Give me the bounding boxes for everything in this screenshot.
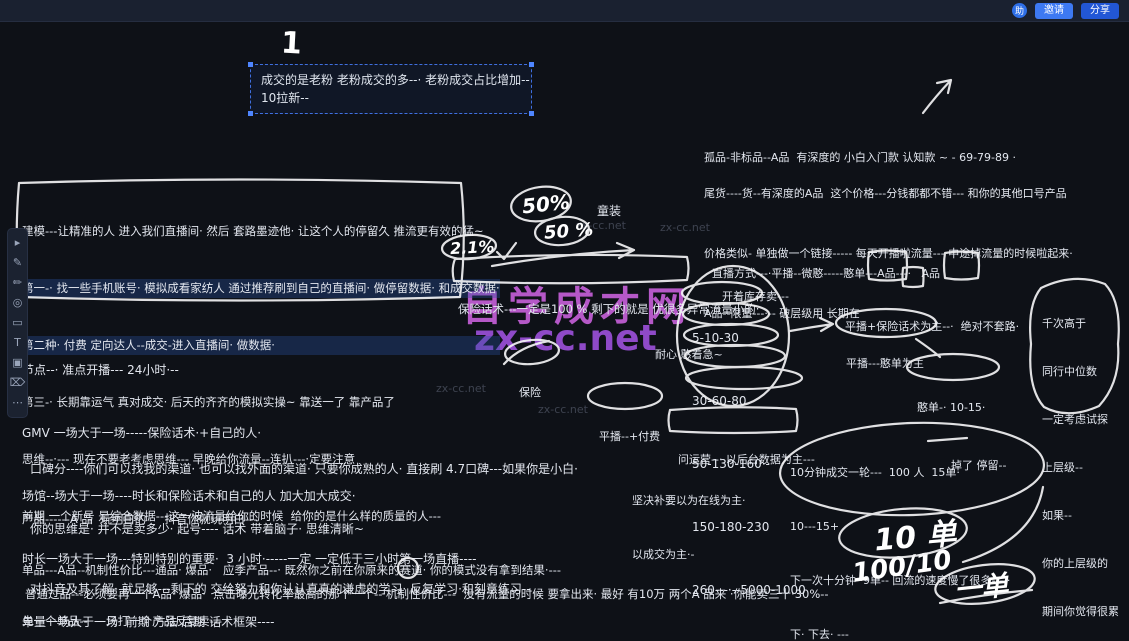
watermark-title: 自学成才网 [462,284,692,330]
eraser-tool-icon[interactable]: ⌦ [9,376,26,389]
text-line: 普通过品---必须要再一个A品· 爆品· 点击曝光转化率最高的那个一个--·机制… [25,587,829,601]
text-line: 平播---憨单为主 [846,357,924,370]
text-line: 10---15+ [790,520,840,533]
note-gupin[interactable]: 孤品-非标品--A品 有深度的 小白入门款 认知款 ~ - 69-79-89 · [704,110,1016,205]
text-line: 第一-· 找一些手机账号· 模拟成看家纺人 通过推荐刷到自己的直播间· 做停留数… [22,279,500,298]
laser-tool-icon[interactable]: ◎ [12,296,23,309]
user-avatar[interactable]: 助 [1012,3,1027,18]
watermark-faint: zx-cc.net [660,221,710,234]
text-line: 耐心 憨着急~ [655,348,723,361]
text-line: 第二种· 付费 定向达人--成交-进入直播间· 做数据· [22,336,500,355]
note-jianjue[interactable]: 坚决补要以为在线为主· 以成交为主·- [632,456,746,600]
text-line: 口碑分----你们可以找我的渠道· 也可以找外面的渠道· 只要你成熟的人· 直接… [30,462,578,476]
share-button[interactable]: 分享 [1081,2,1119,19]
text-line: 下· 下去· --- [790,628,849,641]
note-pingbo-fufei[interactable]: 平播--+付费 [599,389,660,484]
top-bar: 助 邀请 分享 [0,0,1129,22]
selection-handle[interactable] [529,62,534,67]
note-naixin[interactable]: 耐心 憨着急~ [655,307,723,402]
handwritten-one[interactable]: 1 [280,25,303,62]
text-line: 260---·--5000-1000 [692,583,806,597]
selected-note-box[interactable]: 成交的是老粉 老粉成交的多--· 老粉成交占比增加-- 10拉新-- [248,62,534,116]
text-line: 你的上层级的 [1042,557,1108,570]
watermark-faint: zx-cc.net [538,403,588,416]
more-tools-icon[interactable]: ⋯ [12,396,23,409]
pen-tool-icon[interactable]: ✎ [12,256,23,269]
text-line: 如果-- [1042,509,1072,522]
select-tool-icon[interactable]: ▸ [14,236,21,249]
note-diaole[interactable]: 掉了 停留-- [951,418,1006,513]
shape-tool-icon[interactable]: ▭ [12,316,23,329]
note-handan[interactable]: 憨单-· 10-15· [917,360,985,455]
note-rhythm[interactable]: 节点--· 准点开播--- 24小时·-- GMV 一场大于一场-----保险话… [22,318,477,641]
text-line: 产品------A 品 玩明白的 抖音你就玩明白--- [22,512,258,526]
text-line: 童装 [597,204,622,218]
note-bubble[interactable]: 千次高于 同行中位数 一定考虑试探 上层级-- 如果-- 你的上层级的 期间你觉… [1042,284,1119,641]
text-tool-icon[interactable]: T [14,336,21,349]
note-product[interactable]: 产品------A 品 玩明白的 抖音你就玩明白--- 单品---A品--机制性… [22,477,561,641]
text-line: 保险 [519,386,541,399]
note-pingbo-handan[interactable]: 平播---憨单为主 [846,316,924,411]
handwritten-21pct[interactable]: 2.1% [449,236,495,259]
note-baoxian[interactable]: 保险 [519,345,541,440]
text-line: 单品---A品--机制性价比---通品· 爆品· 应季产品--· 既然你之前在你… [22,563,562,577]
text-line: 时长一场大于一场---特别特别的重要· 3 小时·-----一定 一定低于三小时… [22,552,477,566]
sticky-note-tool-icon[interactable]: ▣ [12,356,23,369]
text-line: 节点--· 准点开播--- 24小时·-- [22,363,179,377]
text-line: 上层级-- [1042,461,1083,474]
text-line: 你的思维是· 并不是卖多少· 起号---- 话术 带着脑子· 思维清晰~ [30,522,364,536]
text-line: 思维--·--- 现在不要老考虑思维--- 早晚给你流量--连扒---·定要注意 [22,452,356,466]
text-line: 期间你觉得很累 [1042,605,1119,618]
text-line: 10拉新-- [261,91,309,105]
invite-button[interactable]: 邀请 [1035,2,1073,19]
text-line: 第三-· 长期靠运气 真对成交· 后天的齐齐的模拟实操~ 靠送一了 靠产品了 [22,395,395,409]
handwritten-50pct[interactable]: 50% [520,189,571,219]
text-line: 平播--+付费 [599,430,661,443]
text-line: 以成交为主·- [632,548,695,561]
text-line: 憨单-· 10-15· [917,401,986,414]
tool-palette: ▸ ✎ ✏ ◎ ▭ T ▣ ⌦ ⋯ [7,228,28,418]
note-koubei[interactable]: 口碑分----你们可以找我的渠道· 也可以找外面的渠道· 只要你成熟的人· 直接… [30,419,578,639]
watermark-faint: zx-cc.net [436,382,486,395]
text-line: GMV 一场大于一场-----保险话术·+自己的人· [22,426,262,440]
text-line: 坚决补要以为在线为主· [632,494,746,507]
selection-handle[interactable] [248,111,253,116]
text-line: 对抖音及其了解· 就足够---剩下的 交给努力和你认认真真的谦虚的学习· 反复学… [30,582,531,596]
text-line: 场馆--场大于一场----时长和保险话术和自己的人 加大加大成交· [22,489,356,503]
selection-handle[interactable] [529,111,534,116]
text-line: 同行中位数 [1042,365,1097,378]
text-line: 单量一场大于一场 前期 方法 后期 话术框架---- [22,615,275,629]
text-line: 先一个单品-- 只打一个产品反复卖--- [22,614,223,628]
text-line: 50-130-160·- [692,457,770,471]
text-line: 尾货----货--有深度的A品 这个价格---分钱都都不错--- 和你的其他口号… [704,187,1067,200]
marker-tool-icon[interactable]: ✏ [12,276,23,289]
handwritten-yidan[interactable]: 一单 [952,570,1010,607]
text-line: 掉了 停留-- [951,459,1007,472]
note-tongzhuang[interactable]: 童装 [597,164,621,259]
text-line: 一定考虑试探 [1042,413,1108,426]
handwritten-50pct-2[interactable]: 50 % [543,219,595,244]
selection-handle[interactable] [248,62,253,67]
text-line: 孤品-非标品--A品 有深度的 小白入门款 认知款 ~ - 69-79-89 · [704,151,1017,164]
text-line: 建模---让精准的人 进入我们直播间· 然后 套路墨迹他· 让这个人的停留久 推… [22,224,484,238]
text-line: 千次高于 [1042,317,1086,330]
text-line: 成交的是老粉 老粉成交的多--· 老粉成交占比增加-- [261,73,530,87]
note-bottom[interactable]: 普通过品---必须要再一个A品· 爆品· 点击曝光转化率最高的那个一个--·机制… [25,542,829,641]
text-line: 前期 一个新号 是综合数据---这一波流量给你的时候 给你的是什么样的质量的人-… [22,509,442,523]
text-line: 150-180-230 [692,520,770,534]
